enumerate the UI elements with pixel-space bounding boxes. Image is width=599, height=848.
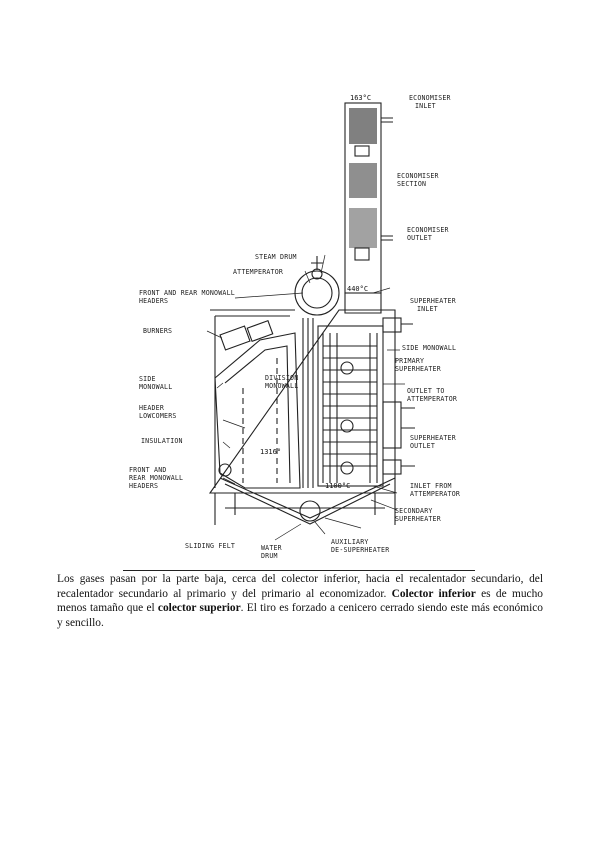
paragraph-text-1: Los gases pasan por la parte baja, cerca… <box>57 573 543 600</box>
temp-economiser-outlet: 440°C <box>347 285 368 293</box>
body-paragraph: Los gases pasan por la parte baja, cerca… <box>57 572 543 630</box>
label-attemperator: ATTEMPERATOR <box>233 268 283 276</box>
temp-furnace: 1316° <box>260 448 281 456</box>
steam-drum <box>294 270 340 316</box>
burners <box>219 325 251 351</box>
divider-rule <box>123 570 475 571</box>
water-drum <box>299 500 321 522</box>
temp-superheater: 1100°C <box>325 482 350 490</box>
label-side-monowall-right: SIDE MONOWALL <box>402 344 456 352</box>
label-burners: BURNERS <box>143 327 172 335</box>
label-sliding-felt: SLIDING FELT <box>185 542 235 550</box>
paragraph-text-2: es de mucho menos tamaño que el <box>57 587 543 615</box>
paragraph-text-3: . El tiro es forzado a cenicero cerrado … <box>57 602 543 629</box>
label-insulation: INSULATION <box>141 437 183 445</box>
bold-colector-superior: colector superior <box>157 602 241 615</box>
label-steam-drum: STEAM DRUM <box>255 253 297 261</box>
temp-economiser-inlet: 163°C <box>350 94 371 102</box>
bold-colector-inferior: Colector inferior <box>391 587 476 600</box>
